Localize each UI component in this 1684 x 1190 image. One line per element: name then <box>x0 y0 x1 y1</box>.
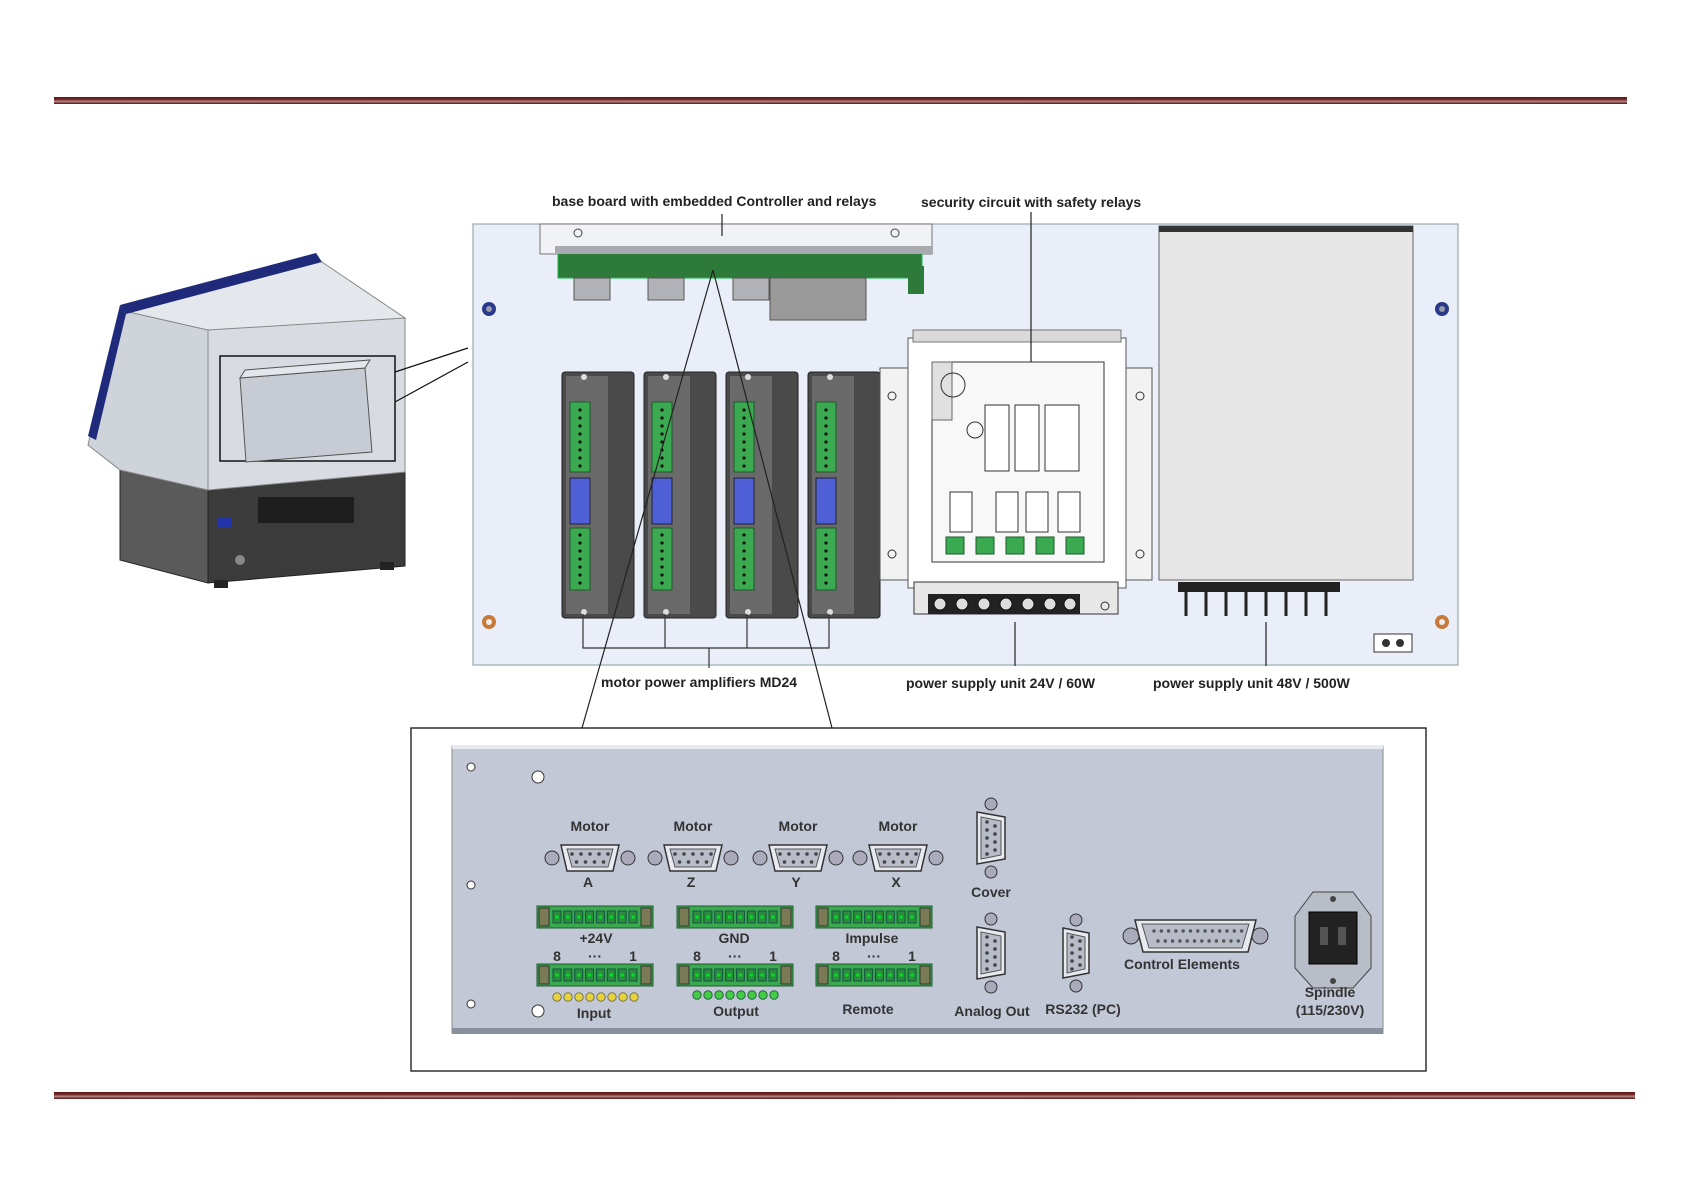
pin-label-1: 1 <box>769 948 777 964</box>
footer-rule <box>54 1092 1635 1099</box>
dsub-connector-icon <box>752 844 844 872</box>
label-spindle-voltage: (115/230V) <box>1296 1002 1365 1018</box>
input-led <box>607 992 617 1002</box>
output-led <box>725 990 735 1000</box>
callout-security-circuit: security circuit with safety relays <box>921 194 1141 210</box>
control-elements-connector <box>1122 919 1269 953</box>
terminal-block-icon <box>815 963 933 987</box>
pin-label-dots: ··· <box>867 948 881 964</box>
label-analog-out: Analog Out <box>954 1003 1030 1019</box>
terminal-block-icon <box>815 905 933 929</box>
psu-24v-terminals <box>913 581 1119 615</box>
pin-label-8: 8 <box>553 948 561 964</box>
motor-amplifier <box>807 371 881 619</box>
header-rule <box>54 97 1627 104</box>
input-led <box>618 992 628 1002</box>
label-motor-axis: X <box>891 874 901 890</box>
terminal-block-icon <box>536 905 654 929</box>
cover-connector <box>976 797 1006 879</box>
input-led <box>585 992 595 1002</box>
callout-psu-48v: power supply unit 48V / 500W <box>1153 675 1351 691</box>
callout-motor-amplifiers: motor power amplifiers MD24 <box>601 674 797 690</box>
dsub-connector-icon <box>544 844 636 872</box>
output-led <box>692 990 702 1000</box>
label-terminal: Impulse <box>846 930 899 946</box>
output-led <box>769 990 779 1000</box>
pin-label-8: 8 <box>832 948 840 964</box>
pin-label-8: 8 <box>693 948 701 964</box>
screw-icon <box>482 302 1449 629</box>
screw-icon <box>466 762 545 1018</box>
label-terminal: GND <box>718 930 749 946</box>
output-led <box>714 990 724 1000</box>
pin-label-dots: ··· <box>728 948 742 964</box>
label-output: Output <box>713 1003 759 1019</box>
dsub-connector-icon <box>647 844 739 872</box>
psu-48v <box>1158 225 1414 653</box>
security-circuit <box>879 329 1153 589</box>
status-leds <box>552 990 779 1002</box>
amplifier-bracket <box>582 614 830 668</box>
motor-amplifiers <box>561 371 881 619</box>
output-led <box>703 990 713 1000</box>
pin-label-dots: ··· <box>588 948 602 964</box>
label-motor: Motor <box>779 818 818 834</box>
output-led <box>758 990 768 1000</box>
dsub-connector-icon <box>852 844 944 872</box>
label-motor: Motor <box>674 818 713 834</box>
motor-amplifier <box>561 371 635 619</box>
label-rs232: RS232 (PC) <box>1045 1001 1120 1017</box>
pin-label-1: 1 <box>908 948 916 964</box>
label-motor: Motor <box>879 818 918 834</box>
input-led <box>596 992 606 1002</box>
label-motor-axis: Z <box>687 874 696 890</box>
callout-psu-24v: power supply unit 24V / 60W <box>906 675 1096 691</box>
input-led <box>563 992 573 1002</box>
input-led <box>574 992 584 1002</box>
motor-amplifier <box>643 371 717 619</box>
callout-leaders <box>581 212 1267 729</box>
label-control-elements: Control Elements <box>1124 956 1240 972</box>
analog-out-connector <box>976 912 1006 994</box>
base-board <box>539 223 933 321</box>
power-socket-icon <box>1294 891 1372 989</box>
label-cover: Cover <box>971 884 1011 900</box>
output-led <box>736 990 746 1000</box>
label-input: Input <box>577 1005 612 1021</box>
label-motor: Motor <box>571 818 610 834</box>
label-motor-axis: Y <box>791 874 801 890</box>
terminal-block-icon <box>536 963 654 987</box>
output-led <box>747 990 757 1000</box>
label-spindle: Spindle <box>1305 984 1356 1000</box>
label-remote: Remote <box>842 1001 894 1017</box>
terminal-blocks: +24V GND Impulse 8 ··· 1 8 ··· 1 8 ··· 1 <box>536 905 933 987</box>
pin-label-1: 1 <box>629 948 637 964</box>
terminal-block-icon <box>676 905 794 929</box>
cnc-machine-enclosure-icon <box>87 253 407 588</box>
terminal-block-icon <box>676 963 794 987</box>
callout-base-board: base board with embedded Controller and … <box>552 193 877 209</box>
input-led <box>552 992 562 1002</box>
label-motor-axis: A <box>583 874 593 890</box>
motor-amplifier <box>725 371 799 619</box>
rs232-connector <box>1062 913 1090 993</box>
label-terminal: +24V <box>579 930 613 946</box>
input-led <box>629 992 639 1002</box>
